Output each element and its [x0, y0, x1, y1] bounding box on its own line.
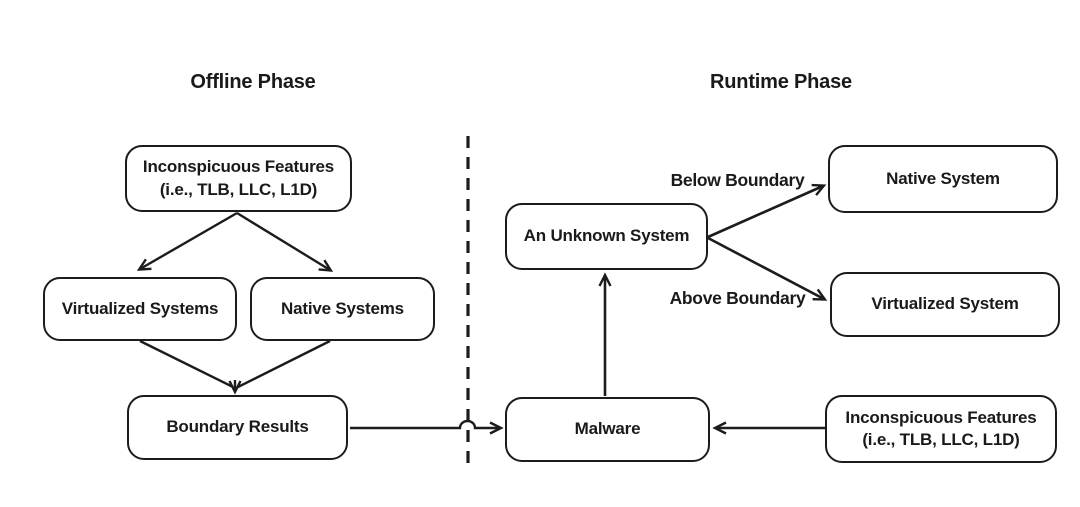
node-label: Virtualized System — [871, 294, 1019, 314]
node-label: Native System — [886, 168, 1000, 188]
node-label-line: Inconspicuous Features — [142, 157, 335, 177]
node-label: Virtualized Systems — [61, 298, 219, 318]
node-inconspicuous-features-runtime: Inconspicuous Features (i.e., TLB, LLC, … — [825, 395, 1057, 463]
edge-virtualized-to-boundary — [139, 339, 234, 389]
edge-unknown-to-native — [707, 183, 827, 239]
node-virtualized-system: Virtualized System — [830, 272, 1060, 337]
node-unknown-system: An Unknown System — [505, 203, 708, 270]
node-label: Malware — [574, 419, 641, 439]
node-label: Boundary Results — [166, 417, 309, 437]
edge-boundary-to-malware — [350, 419, 504, 435]
node-label: An Unknown System — [523, 226, 690, 246]
node-virtualized-systems: Virtualized Systems — [43, 277, 237, 341]
edge-features-to-native — [236, 211, 334, 272]
node-label: Native Systems — [281, 298, 404, 318]
node-label-line: (i.e., TLB, LLC, L1D) — [862, 430, 1020, 449]
node-boundary-results: Boundary Results — [127, 395, 348, 460]
node-label-line: Inconspicuous Features — [845, 407, 1037, 427]
node-inconspicuous-features-offline: Inconspicuous Features (i.e., TLB, LLC, … — [125, 145, 352, 212]
node-native-system: Native System — [828, 145, 1058, 213]
edge-label-above-boundary: Above Boundary — [669, 288, 806, 308]
offline-phase-title: Offline Phase — [190, 71, 316, 93]
edge-native-to-boundary — [237, 339, 331, 389]
edge-unknown-to-virtualized — [707, 236, 828, 301]
edge-label-below-boundary: Below Boundary — [670, 170, 805, 190]
edge-features-to-virtualized — [136, 211, 238, 271]
runtime-phase-title: Runtime Phase — [710, 71, 852, 93]
node-malware: Malware — [505, 397, 710, 462]
node-native-systems: Native Systems — [250, 277, 435, 341]
node-label-line: (i.e., TLB, LLC, L1D) — [159, 179, 318, 199]
